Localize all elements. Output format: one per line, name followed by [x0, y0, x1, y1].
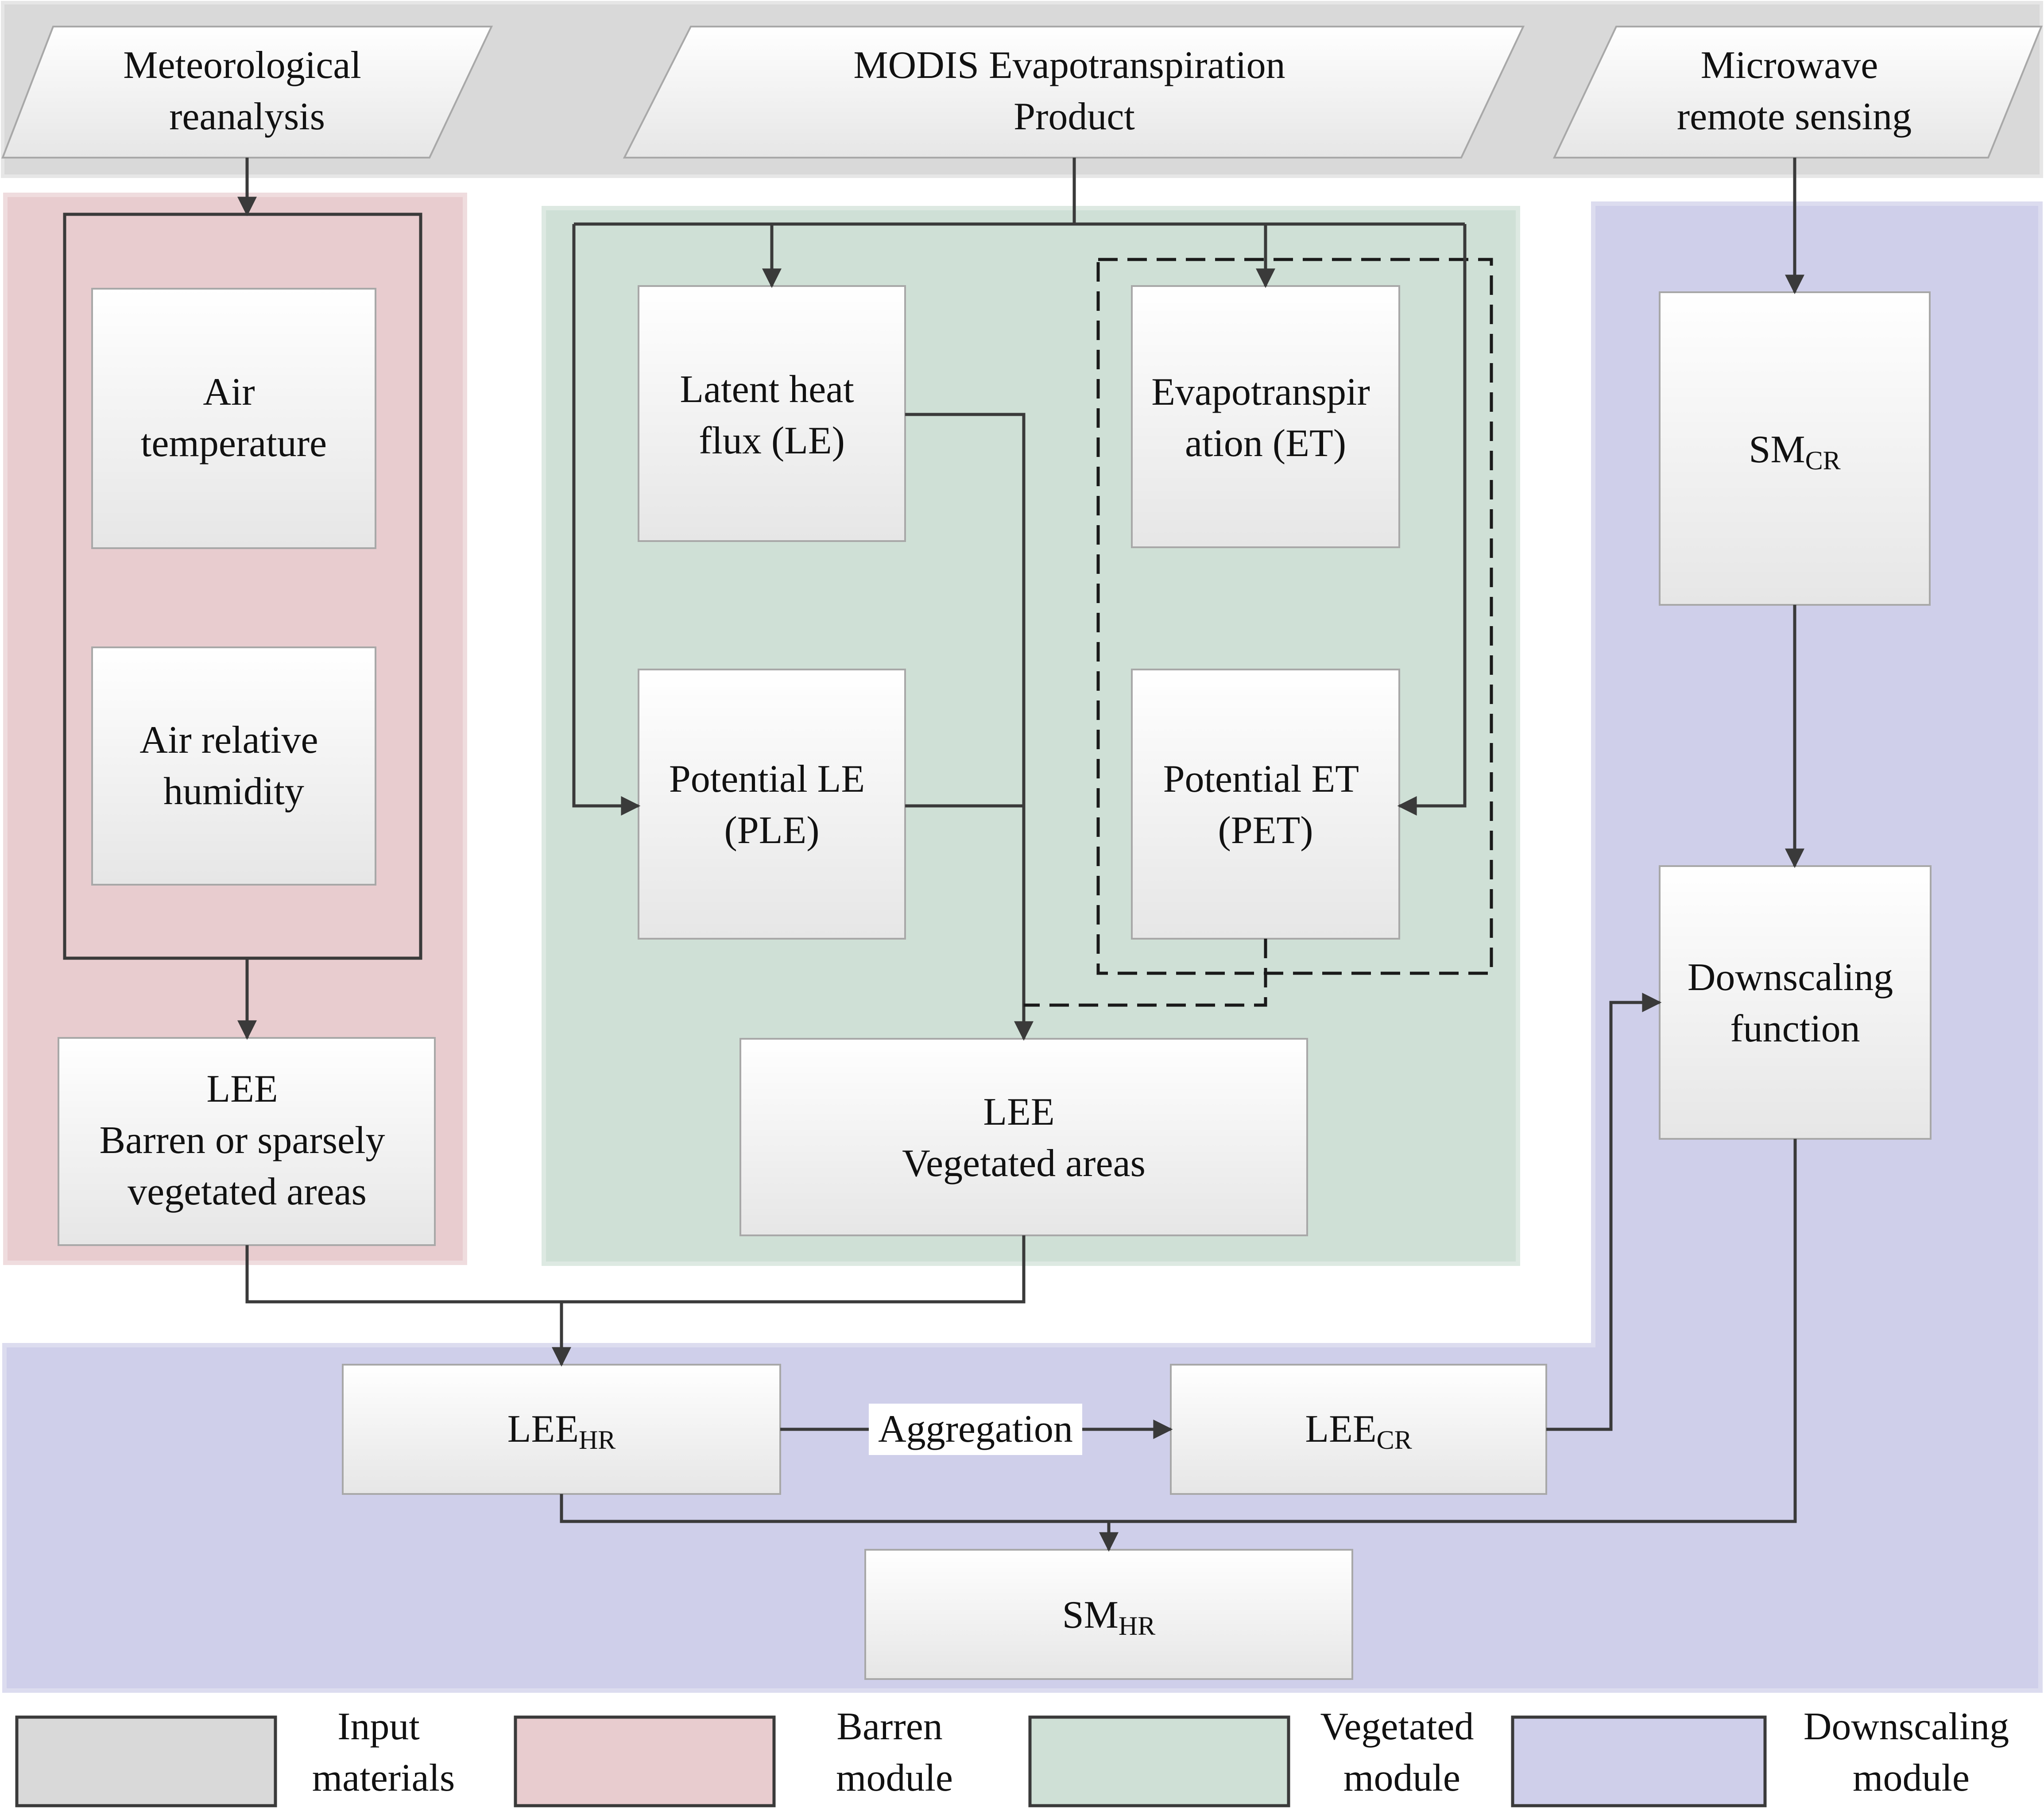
latent-heat-line-2: flux (LE)	[699, 419, 845, 462]
air-temperature-line-2: temperature	[141, 422, 327, 465]
potential-et-label: Potential ET (PET)	[1163, 758, 1368, 852]
aggregation-label: Aggregation	[878, 1408, 1073, 1451]
latent-heat-line-1: Latent heat	[680, 368, 854, 411]
arrow-to-potential-le	[572, 224, 641, 816]
meteorological-reanalysis-input	[1, 26, 493, 159]
dashed-pet-to-lee-vegetated	[1024, 939, 1267, 1007]
legend-downscaling-line-2: module	[1853, 1757, 1970, 1799]
potential-et-line-1: Potential ET	[1163, 758, 1359, 801]
lee-barren-line-2: Barren or sparsely	[99, 1119, 385, 1162]
et-group-dashed-frame	[1096, 258, 1493, 975]
lee-vegetated-box	[739, 1038, 1308, 1236]
air-relative-humidity-box	[91, 646, 376, 886]
modis-et-product-input	[623, 26, 1525, 159]
potential-le-line-2: (PLE)	[724, 809, 819, 852]
air-temperature-line-1: Air	[203, 371, 255, 414]
lee-cr-base: LEE	[1305, 1408, 1376, 1451]
meteorological-reanalysis-label: Meteorological reanalysis	[123, 44, 371, 138]
modis-et-product-label: MODIS Evapotranspiration Product	[853, 44, 1295, 138]
evapotranspiration-line-1: Evapotranspir	[1151, 371, 1370, 414]
arrow-to-potential-et	[1397, 224, 1467, 816]
sm-hr-label: SMHR	[1062, 1594, 1156, 1641]
air-temperature-label: Air temperature	[141, 371, 327, 465]
air-relative-humidity-label: Air relative humidity	[139, 719, 328, 813]
legend-vegetated-line-1: Vegetated	[1320, 1705, 1474, 1748]
legend-vegetated-line-2: module	[1343, 1757, 1460, 1799]
downscaling-function-line-2: function	[1730, 1007, 1860, 1050]
legend-barren-line-1: Barren	[836, 1705, 942, 1748]
legend-swatch-vegetated	[1028, 1715, 1290, 1807]
legend-swatch-input	[15, 1715, 277, 1807]
legend-barren-line-2: module	[836, 1757, 953, 1799]
sm-hr-box	[864, 1549, 1353, 1680]
potential-le-line-1: Potential LE	[669, 758, 865, 801]
modis-line-2: Product	[1014, 95, 1135, 138]
lee-vegetated-line-2: Vegetated areas	[902, 1142, 1146, 1185]
downscaling-function-line-1: Downscaling	[1688, 956, 1893, 999]
potential-et-box	[1131, 669, 1400, 940]
potential-le-label: Potential LE (PLE)	[669, 758, 875, 852]
lee-vegetated-label: LEE Vegetated areas	[902, 1091, 1146, 1185]
lee-hr-label: LEEHR	[507, 1408, 616, 1455]
microwave-remote-sensing-label: Microwave remote sensing	[1677, 44, 1912, 138]
legend-label-input: Input materials	[312, 1705, 455, 1799]
air-humidity-line-2: humidity	[163, 770, 304, 813]
sm-cr-base: SM	[1749, 428, 1805, 471]
latent-heat-flux-box	[638, 285, 906, 542]
legend-input-line-1: Input	[337, 1705, 420, 1748]
microwave-line-2: remote sensing	[1677, 95, 1912, 138]
sm-cr-subscript: CR	[1805, 446, 1841, 475]
evapotranspiration-box	[1131, 285, 1400, 548]
lee-barren-box	[58, 1037, 436, 1246]
line-function-to-sm-hr	[560, 1139, 1797, 1523]
sm-hr-base: SM	[1062, 1594, 1119, 1637]
evapotranspiration-label: Evapotranspir ation (ET)	[1151, 371, 1380, 465]
legend: Input materials Barren module Vegetated …	[15, 1705, 2019, 1807]
lee-barren-line-3: vegetated areas	[128, 1170, 367, 1213]
line-lee-barren-down	[245, 1235, 1026, 1304]
microwave-line-1: Microwave	[1701, 44, 1878, 87]
lee-cr-subscript: CR	[1377, 1425, 1412, 1455]
aggregation-label-bg	[869, 1404, 1082, 1455]
legend-label-barren: Barren module	[836, 1705, 953, 1799]
evapotranspiration-line-2: ation (ET)	[1185, 422, 1346, 465]
meteo-line-1: Meteorological	[123, 44, 361, 87]
microwave-remote-sensing-input	[1552, 26, 2043, 159]
potential-et-line-2: (PET)	[1218, 809, 1313, 852]
lee-hr-base: LEE	[507, 1408, 579, 1451]
legend-swatch-downscaling	[1511, 1715, 1767, 1807]
lee-cr-label: LEECR	[1305, 1408, 1412, 1455]
potential-le-box	[638, 669, 906, 940]
arrow-lee-cr-to-function	[1546, 993, 1662, 1431]
sm-cr-label: SMCR	[1749, 428, 1840, 475]
downscaling-function-box	[1659, 865, 1932, 1140]
lee-barren-line-1: LEE	[206, 1068, 278, 1111]
legend-label-vegetated: Vegetated module	[1320, 1705, 1484, 1799]
line-latent-heat-out	[905, 413, 1034, 1041]
legend-label-downscaling: Downscaling module	[1804, 1705, 2019, 1799]
downscaling-function-label: Downscaling function	[1688, 956, 1903, 1050]
connectors	[237, 158, 1804, 1552]
lee-hr-subscript: HR	[579, 1425, 616, 1455]
meteo-line-2: reanalysis	[169, 95, 325, 138]
latent-heat-flux-label: Latent heat flux (LE)	[680, 368, 863, 462]
lee-vegetated-line-1: LEE	[983, 1091, 1054, 1134]
legend-input-line-2: materials	[312, 1757, 455, 1799]
legend-downscaling-line-1: Downscaling	[1804, 1705, 2009, 1748]
air-humidity-line-1: Air relative	[139, 719, 318, 762]
air-temperature-box	[91, 288, 376, 549]
modis-line-1: MODIS Evapotranspiration	[853, 44, 1285, 87]
sm-hr-subscript: HR	[1119, 1611, 1155, 1641]
legend-swatch-barren	[514, 1715, 776, 1807]
lee-barren-label: LEE Barren or sparsely vegetated areas	[99, 1068, 395, 1213]
